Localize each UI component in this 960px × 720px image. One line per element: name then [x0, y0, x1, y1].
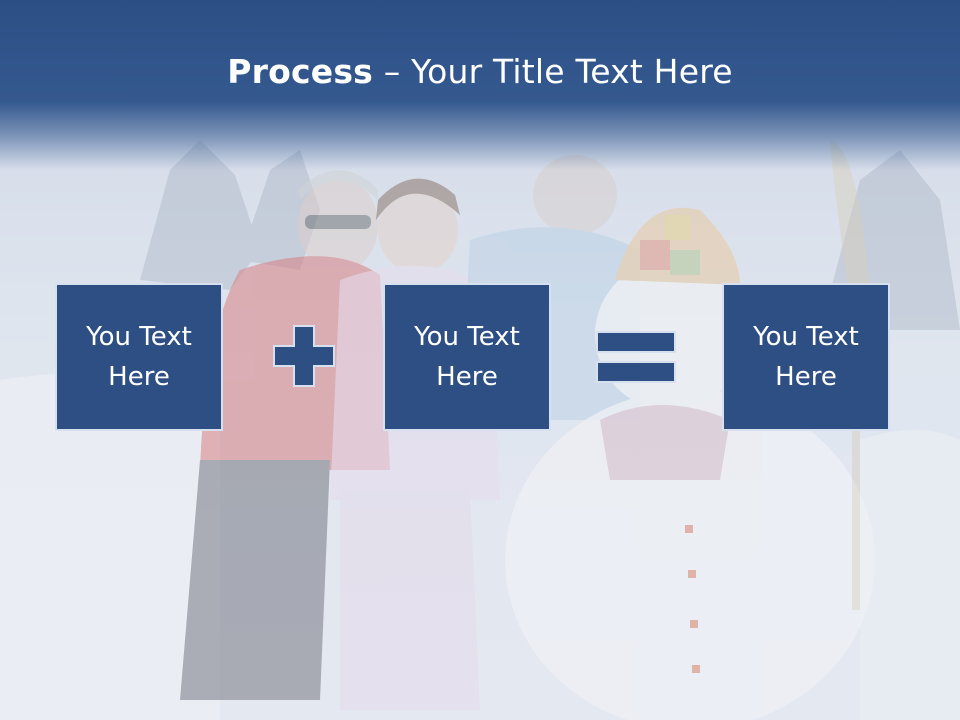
title-bar — [0, 0, 960, 170]
equals-icon — [596, 331, 676, 383]
title-rest: – Your Title Text Here — [373, 52, 733, 91]
process-box-label: You Text Here — [86, 322, 192, 392]
slide-title: Process – Your Title Text Here — [0, 52, 960, 91]
process-box-label: You Text Here — [753, 322, 859, 392]
process-box-label: You Text Here — [414, 322, 520, 392]
process-box-2[interactable]: You Text Here — [383, 283, 551, 431]
process-box-3[interactable]: You Text Here — [722, 283, 890, 431]
plus-icon — [273, 325, 335, 387]
title-bold: Process — [227, 52, 374, 91]
process-box-1[interactable]: You Text Here — [55, 283, 223, 431]
